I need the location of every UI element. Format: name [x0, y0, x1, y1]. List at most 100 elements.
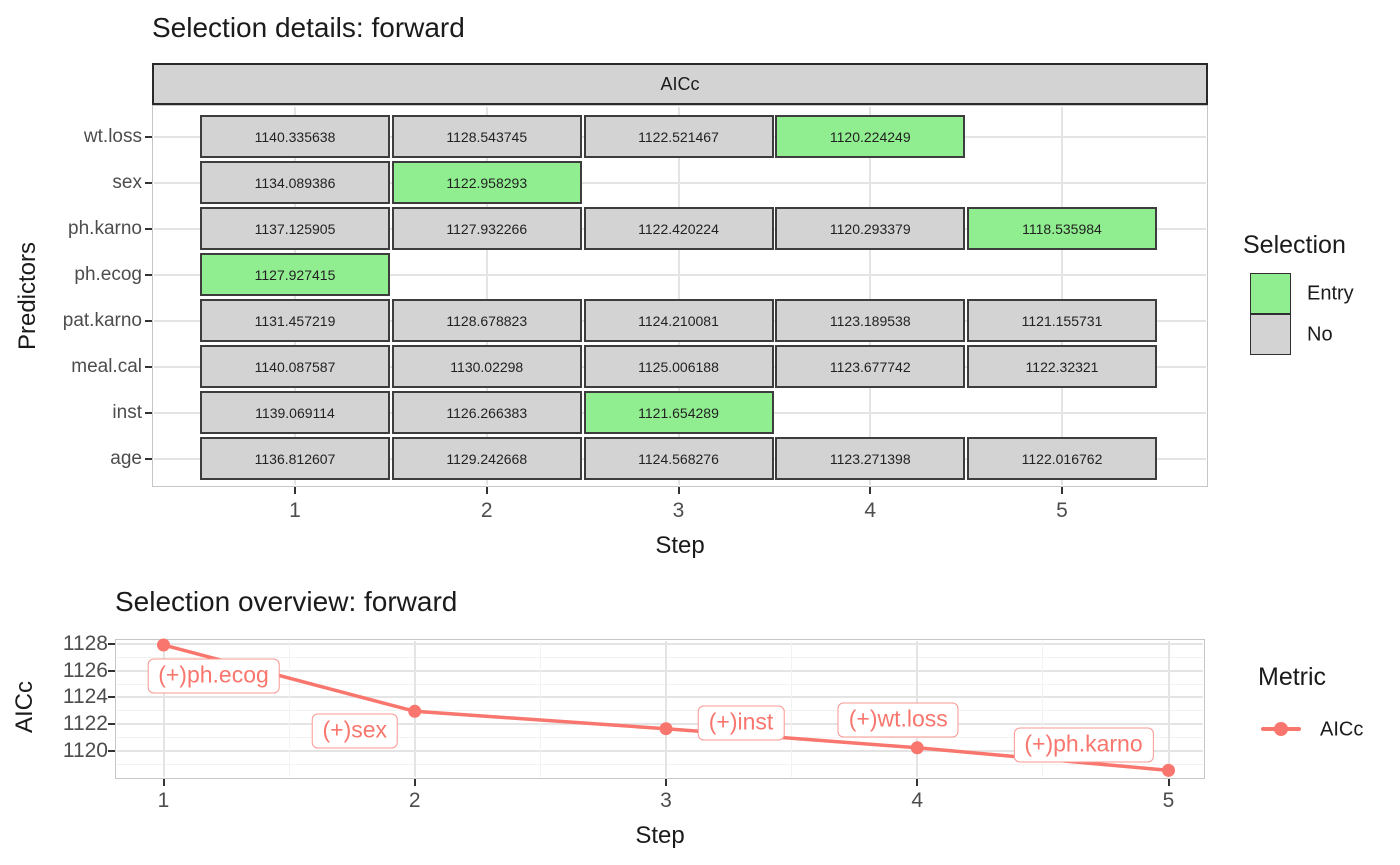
- y-tick-mark: [108, 669, 115, 672]
- bottom-x-axis-title: Step: [635, 822, 685, 849]
- x-tick-mark: [677, 487, 680, 494]
- grid-line: [485, 107, 488, 485]
- step-annotation: (+)ph.karno: [1013, 727, 1154, 763]
- y-tick-mark: [145, 227, 152, 230]
- aicc-tile: 1134.089386: [200, 161, 390, 204]
- y-tick-mark: [108, 696, 115, 699]
- grid-line: [154, 273, 1206, 276]
- predictor-label: age: [110, 447, 142, 469]
- selection-legend-title: Selection: [1243, 231, 1346, 259]
- legend-key-point: [1274, 722, 1288, 736]
- aicc-tile: 1120.293379: [775, 207, 966, 250]
- grid-line-minor: [117, 656, 1203, 658]
- grid-line: [677, 107, 680, 485]
- grid-line-minor: [791, 641, 793, 777]
- aicc-tile: 1139.069114: [200, 391, 390, 434]
- aicc-tile: 1128.678823: [391, 299, 582, 342]
- aicc-tile: 1122.32321: [967, 345, 1157, 388]
- facet-strip-label: AICc: [660, 73, 700, 94]
- aicc-tile: 1130.02298: [391, 345, 582, 388]
- y-tick-label: 1128: [62, 632, 108, 655]
- grid-line-minor: [117, 683, 1203, 685]
- aicc-tile: 1122.521467: [583, 115, 774, 158]
- predictor-label: meal.cal: [71, 355, 142, 377]
- predictor-label: ph.ecog: [74, 263, 142, 285]
- top-x-axis-title: Step: [655, 532, 705, 559]
- aicc-tile: 1126.266383: [391, 391, 582, 434]
- x-tick-mark: [162, 779, 165, 786]
- grid-line: [1061, 107, 1063, 485]
- grid-line-minor: [117, 710, 1203, 712]
- step-annotation: (+)wt.loss: [837, 702, 959, 738]
- step-annotation: (+)ph.ecog: [147, 658, 280, 694]
- top-y-axis-title: Predictors: [14, 241, 41, 351]
- aicc-tile: 1123.189538: [775, 299, 966, 342]
- aicc-tile: 1140.335638: [200, 115, 390, 158]
- y-tick-mark: [145, 457, 152, 460]
- x-tick-label: 3: [672, 499, 685, 522]
- top-chart-title: Selection details: forward: [152, 12, 465, 43]
- aicc-tile: 1122.016762: [967, 437, 1157, 480]
- aicc-tile: 1125.006188: [583, 345, 774, 388]
- aicc-tile: 1122.958293: [391, 161, 582, 204]
- grid-line-minor: [117, 763, 1203, 765]
- y-tick-mark: [108, 723, 115, 726]
- aicc-tile: 1140.087587: [200, 345, 390, 388]
- aicc-tile: 1124.568276: [583, 437, 774, 480]
- predictor-label: inst: [112, 401, 142, 423]
- grid-line-minor: [539, 641, 541, 777]
- y-tick-mark: [145, 319, 152, 322]
- x-tick-label: 2: [480, 499, 493, 522]
- x-tick-label: 2: [408, 789, 421, 812]
- y-tick-mark: [145, 273, 152, 276]
- grid-line: [117, 669, 1203, 672]
- grid-line-minor: [288, 641, 290, 777]
- y-tick-label: 1126: [62, 658, 108, 682]
- x-tick-label: 5: [1056, 499, 1068, 522]
- aicc-tile: 1127.927415: [200, 253, 390, 296]
- x-tick-mark: [485, 487, 488, 494]
- y-tick-mark: [108, 749, 115, 752]
- grid-line: [413, 641, 416, 777]
- aicc-tile: 1128.543745: [391, 115, 582, 158]
- aicc-tile: 1118.535984: [967, 207, 1157, 250]
- x-tick-mark: [1061, 487, 1063, 494]
- grid-line: [117, 643, 1203, 645]
- y-tick-mark: [145, 181, 152, 184]
- x-tick-label: 4: [864, 499, 877, 522]
- aicc-tile: 1136.812607: [200, 437, 390, 480]
- y-tick-mark: [145, 365, 152, 368]
- y-tick-label: 1122: [62, 712, 108, 736]
- x-tick-mark: [916, 779, 919, 786]
- y-tick-mark: [108, 643, 115, 645]
- facet-strip: AICc: [152, 63, 1208, 105]
- aicc-tile: 1124.210081: [583, 299, 774, 342]
- legend-key-entry: [1250, 273, 1291, 314]
- grid-line: [117, 723, 1203, 726]
- aicc-tile: 1122.420224: [583, 207, 774, 250]
- y-tick-label: 1124: [62, 685, 108, 709]
- predictor-label: sex: [112, 171, 142, 193]
- bottom-chart-title: Selection overview: forward: [115, 586, 458, 617]
- legend-entry-label: Entry: [1307, 282, 1354, 305]
- aicc-tile: 1121.654289: [583, 391, 774, 434]
- aicc-tile: 1137.125905: [200, 207, 390, 250]
- aicc-tile: 1127.932266: [391, 207, 582, 250]
- x-tick-mark: [294, 487, 296, 494]
- step-annotation: (+)inst: [697, 705, 785, 741]
- legend-entry-label: No: [1307, 323, 1333, 346]
- bottom-y-axis-title: AICc: [11, 680, 38, 734]
- grid-line: [154, 181, 1206, 184]
- aicc-tile: 1123.677742: [775, 345, 966, 388]
- x-tick-mark: [1167, 779, 1170, 786]
- aicc-tile: 1129.242668: [391, 437, 582, 480]
- legend-entry-label: AICc: [1320, 718, 1364, 741]
- metric-legend-title: Metric: [1258, 663, 1327, 691]
- grid-line: [665, 641, 667, 777]
- predictor-label: ph.karno: [68, 217, 142, 239]
- grid-line: [294, 107, 296, 485]
- grid-line: [869, 107, 872, 485]
- grid-line: [117, 696, 1203, 699]
- x-tick-label: 1: [289, 499, 301, 522]
